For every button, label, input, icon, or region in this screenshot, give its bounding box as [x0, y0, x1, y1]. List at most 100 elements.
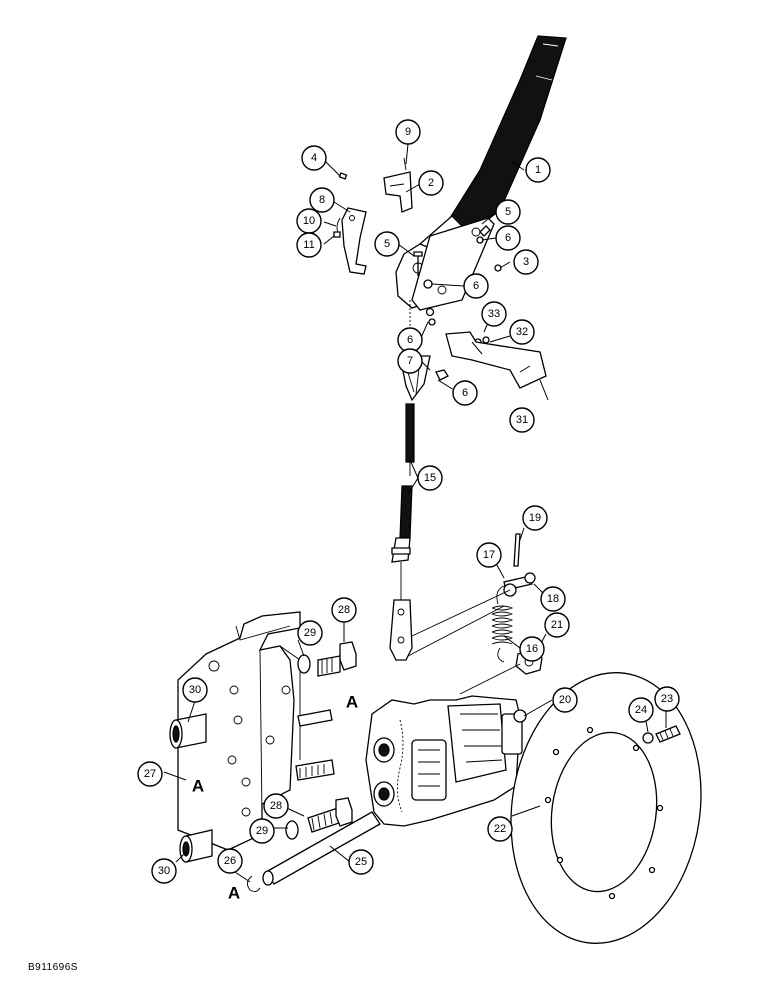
brake-disc	[510, 672, 702, 944]
callout-23: 23	[654, 686, 680, 712]
reference-mark-a-plate: A	[192, 777, 204, 796]
callout-26: 26	[217, 848, 243, 874]
cable-support-bracket	[445, 331, 547, 389]
brake-cable	[389, 300, 415, 661]
callout-3: 3	[513, 249, 539, 275]
callout-9: 9	[395, 119, 421, 145]
clevis-pin-washer-cotter	[503, 533, 536, 597]
callout-8-label: 8	[319, 194, 325, 206]
callout-5-right-label: 5	[505, 206, 511, 218]
callout-3-label: 3	[523, 256, 529, 268]
callout-1-label: 1	[535, 164, 541, 176]
callout-24: 24	[628, 697, 654, 723]
callout-16: 16	[519, 636, 545, 662]
callout-25-label: 25	[355, 856, 367, 868]
callout-20-label: 20	[559, 694, 571, 706]
pawl-plate	[341, 207, 367, 275]
callout-21-label: 21	[551, 619, 563, 631]
callout-28-upper: 28	[331, 597, 357, 623]
spacer-upper	[169, 713, 207, 749]
callout-28-upper-label: 28	[338, 604, 350, 616]
callout-29-lower-label: 29	[256, 825, 268, 837]
caliper-guide-pin	[262, 811, 381, 886]
callout-30-lower: 30	[151, 858, 177, 884]
callout-18-label: 18	[547, 593, 559, 605]
ratchet-pawl	[383, 171, 413, 213]
callout-5-left: 5	[374, 231, 400, 257]
callout-31-label: 31	[516, 414, 528, 426]
callout-2: 2	[418, 170, 444, 196]
retaining-ring	[247, 875, 261, 893]
callout-5-left-label: 5	[384, 238, 390, 250]
callout-26-label: 26	[224, 855, 236, 867]
callout-2-label: 2	[428, 177, 434, 189]
callout-10: 10	[296, 208, 322, 234]
callout-20: 20	[552, 687, 578, 713]
callout-5-right: 5	[495, 199, 521, 225]
callout-4: 4	[301, 145, 327, 171]
callout-11: 11	[296, 232, 322, 258]
callout-18: 18	[540, 586, 566, 612]
callout-28-lower-label: 28	[270, 800, 282, 812]
callout-6-d: 6	[452, 380, 478, 406]
callout-16-label: 16	[526, 643, 538, 655]
callout-7-label: 7	[407, 355, 413, 367]
spring-link-line-2	[407, 605, 505, 657]
lever-mounting-bracket	[411, 217, 495, 311]
callout-6-b-label: 6	[473, 280, 479, 292]
callout-33: 33	[481, 301, 507, 327]
spring-link-line	[411, 589, 511, 637]
disc-bolt-and-washer	[642, 725, 681, 744]
bolt-and-washer-lower	[285, 797, 353, 840]
callout-19: 19	[522, 505, 548, 531]
callout-27-label: 27	[144, 768, 156, 780]
nut-alignment-line	[459, 663, 521, 695]
callout-32: 32	[509, 319, 535, 345]
callout-30-upper: 30	[182, 677, 208, 703]
callout-17: 17	[476, 542, 502, 568]
callout-6-d-label: 6	[462, 387, 468, 399]
reference-mark-a-upper: A	[346, 693, 358, 712]
callout-4-label: 4	[311, 152, 317, 164]
callout-33-label: 33	[488, 308, 500, 320]
callout-24-label: 24	[635, 704, 647, 716]
callout-1: 1	[525, 157, 551, 183]
callout-15-label: 15	[424, 472, 436, 484]
callout-6-a-label: 6	[505, 232, 511, 244]
callout-6-a: 6	[495, 225, 521, 251]
callout-30-lower-label: 30	[158, 865, 170, 877]
callout-27: 27	[137, 761, 163, 787]
callout-17-label: 17	[483, 549, 495, 561]
callout-7: 7	[397, 348, 423, 374]
callout-22-label: 22	[494, 823, 506, 835]
callout-21: 21	[544, 612, 570, 638]
callout-10-label: 10	[303, 215, 315, 227]
callout-6-c-label: 6	[407, 334, 413, 346]
callout-28-lower: 28	[263, 793, 289, 819]
pawl-spring-and-pins	[333, 157, 407, 238]
callout-29-lower: 29	[249, 818, 275, 844]
callout-15: 15	[417, 465, 443, 491]
callout-8: 8	[309, 187, 335, 213]
callout-9-label: 9	[405, 126, 411, 138]
document-code: B911696S	[28, 962, 78, 973]
spacer-lower	[179, 829, 213, 863]
callout-30-upper-label: 30	[189, 684, 201, 696]
plate-studs	[295, 709, 335, 781]
callout-11-label: 11	[303, 239, 314, 251]
bolts-and-nuts-upper	[413, 225, 502, 381]
callout-25: 25	[348, 849, 374, 875]
callout-19-label: 19	[529, 512, 541, 524]
callout-29-upper: 29	[297, 620, 323, 646]
callout-29-upper-label: 29	[304, 627, 316, 639]
brake-caliper-assembly	[365, 695, 527, 827]
callout-32-label: 32	[516, 326, 528, 338]
callout-31: 31	[509, 407, 535, 433]
callout-23-label: 23	[661, 693, 673, 705]
bolt-and-washer-upper	[297, 641, 357, 677]
callout-22: 22	[487, 816, 513, 842]
caliper-mounting-plate	[177, 611, 301, 851]
reference-mark-a-lower: A	[228, 884, 240, 903]
callout-6-b: 6	[463, 273, 489, 299]
